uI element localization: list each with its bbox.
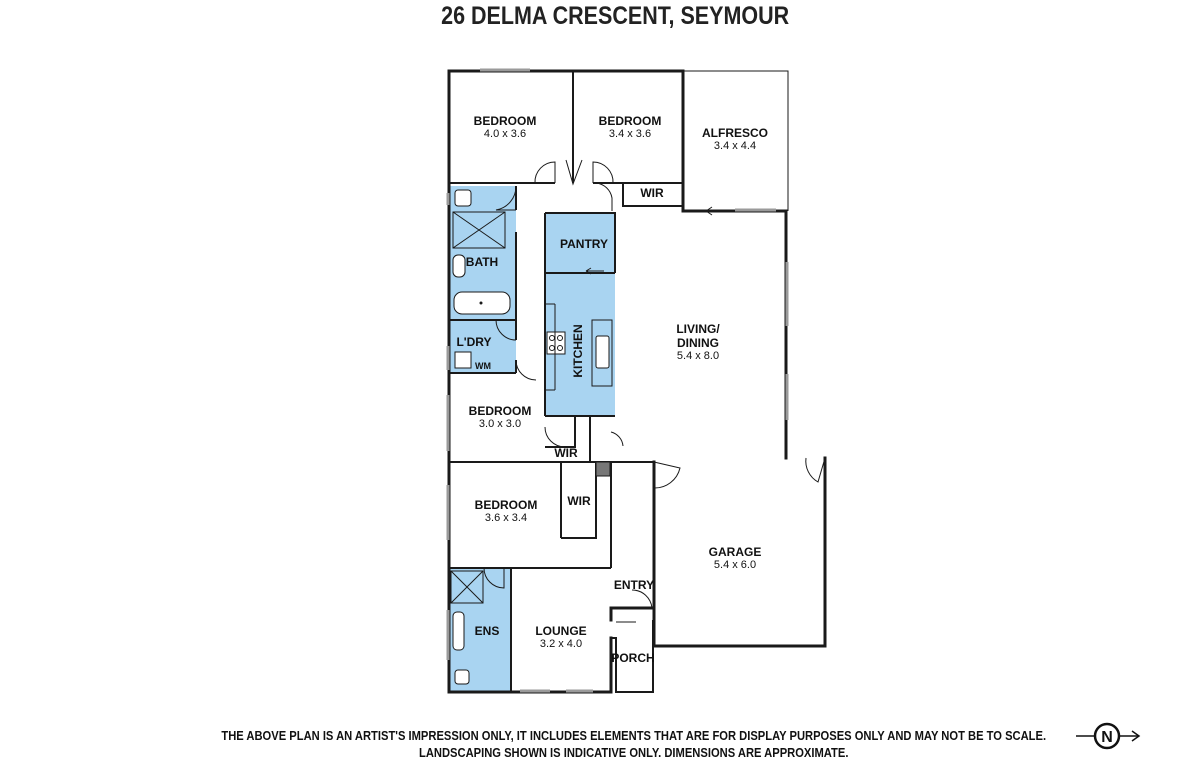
room-laundry-name: L'DRY xyxy=(456,335,491,349)
interior-walls xyxy=(449,71,683,692)
room-living-name: LIVING/ xyxy=(676,322,720,336)
room-wir-1-name: WIR xyxy=(640,186,664,200)
room-ens-name: ENS xyxy=(475,624,500,638)
room-living-dining[interactable]: LIVING/ DINING 5.4 x 8.0 xyxy=(676,322,720,362)
room-living-dims: 5.4 x 8.0 xyxy=(677,350,719,362)
room-porch-name: PORCH xyxy=(611,651,654,665)
room-bath-name: BATH xyxy=(466,255,498,269)
north-compass-icon: N xyxy=(1076,722,1141,750)
room-kitchen-name: KITCHEN xyxy=(571,324,585,377)
room-bedroom-3-dims: 3.0 x 3.0 xyxy=(479,418,521,430)
room-alfresco-dims: 3.4 x 4.4 xyxy=(714,140,756,152)
pantry-wet-area xyxy=(545,213,615,273)
room-bedroom-4-name: BEDROOM xyxy=(475,498,538,512)
room-garage-name: GARAGE xyxy=(709,545,762,559)
room-bedroom-2-dims: 3.4 x 3.6 xyxy=(609,128,651,140)
disclaimer-line-2: LANDSCAPING SHOWN IS INDICATIVE ONLY. DI… xyxy=(419,745,849,760)
disclaimer: THE ABOVE PLAN IS AN ARTIST'S IMPRESSION… xyxy=(88,727,1178,761)
room-lounge-dims: 3.2 x 4.0 xyxy=(540,638,582,650)
room-bedroom-1[interactable]: BEDROOM 4.0 x 3.6 xyxy=(474,114,537,140)
washing-machine-label: WM xyxy=(475,361,491,371)
room-bedroom-4[interactable]: BEDROOM 3.6 x 3.4 xyxy=(475,498,538,524)
compass-label: N xyxy=(1101,729,1113,746)
kitchen-fixtures xyxy=(545,303,613,391)
room-garage[interactable]: GARAGE 5.4 x 6.0 xyxy=(709,545,762,571)
bathroom-fixtures xyxy=(450,189,511,685)
doors xyxy=(483,159,826,623)
room-bedroom-2-name: BEDROOM xyxy=(599,114,662,128)
disclaimer-line-1: THE ABOVE PLAN IS AN ARTIST'S IMPRESSION… xyxy=(221,728,1047,743)
windows xyxy=(446,68,789,693)
room-alfresco[interactable]: ALFRESCO 3.4 x 4.4 xyxy=(702,126,768,152)
room-dining-name: DINING xyxy=(677,336,719,350)
room-wir-3-name: WIR xyxy=(567,494,591,508)
room-bedroom-2[interactable]: BEDROOM 3.4 x 3.6 xyxy=(599,114,662,140)
room-lounge-name: LOUNGE xyxy=(535,624,586,638)
service-duct xyxy=(595,461,611,477)
room-bedroom-3[interactable]: BEDROOM 3.0 x 3.0 xyxy=(469,404,532,430)
room-pantry-name: PANTRY xyxy=(560,237,608,251)
room-alfresco-name: ALFRESCO xyxy=(702,126,768,140)
room-garage-dims: 5.4 x 6.0 xyxy=(714,559,756,571)
room-wir-2-name: WIR xyxy=(554,446,578,460)
plan-title: 26 DELMA CRESCENT, SEYMOUR xyxy=(441,2,790,30)
room-bedroom-1-name: BEDROOM xyxy=(474,114,537,128)
room-entry-name: ENTRY xyxy=(614,578,654,592)
room-bedroom-1-dims: 4.0 x 3.6 xyxy=(484,128,526,140)
room-lounge[interactable]: LOUNGE 3.2 x 4.0 xyxy=(535,624,586,650)
room-bedroom-3-name: BEDROOM xyxy=(469,404,532,418)
room-bedroom-4-dims: 3.6 x 3.4 xyxy=(485,512,527,524)
movement-arrows xyxy=(585,206,730,275)
